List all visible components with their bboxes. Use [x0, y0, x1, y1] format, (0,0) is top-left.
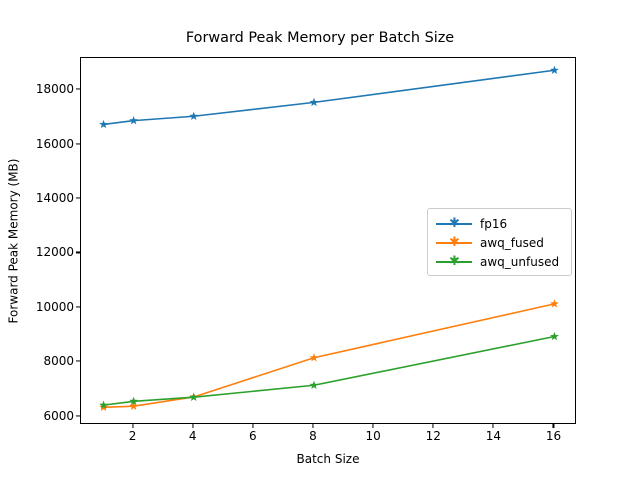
y-tick-label: 12000 — [35, 245, 74, 260]
y-tick-mark — [76, 143, 80, 145]
y-tick-mark — [76, 88, 80, 90]
x-tick-label: 16 — [545, 429, 562, 443]
y-tick-mark — [76, 360, 80, 362]
x-tick-label: 8 — [309, 429, 317, 443]
x-tick-label: 10 — [365, 429, 381, 443]
page-title: Forward Peak Memory per Batch Size — [185, 30, 455, 46]
series-fp16 — [99, 65, 559, 129]
x-axis-label: Batch Size — [296, 452, 360, 466]
legend-item-2[interactable]: ✱ awq_unfused — [428, 252, 571, 271]
data-point-marker — [550, 299, 559, 308]
x-tick-mark — [372, 424, 374, 428]
series-line — [102, 335, 556, 406]
y-tick-label: 14000 — [35, 191, 74, 206]
data-point-marker — [309, 380, 319, 389]
x-tick-label: 2 — [128, 429, 137, 443]
y-tick-mark — [76, 415, 80, 417]
x-tick-mark — [492, 424, 494, 428]
y-tick-label: 8000 — [43, 354, 74, 369]
y-tick-mark — [76, 251, 80, 254]
legend-label-awq-fused: awq_fused — [480, 235, 544, 250]
y-tick-mark — [76, 306, 80, 308]
data-point-marker — [129, 396, 138, 406]
series-line — [102, 303, 556, 409]
x-tick-label: 6 — [249, 429, 257, 443]
data-point-marker — [309, 353, 319, 362]
data-point-marker — [189, 392, 199, 401]
series-line — [102, 69, 556, 126]
y-axis-label: Forward Peak Memory (MB) — [4, 57, 22, 424]
x-tick-mark — [132, 424, 134, 428]
x-tick-mark — [252, 424, 254, 428]
y-tick-label: 18000 — [35, 82, 74, 97]
series-canvas — [99, 65, 559, 412]
data-point-marker — [550, 65, 559, 74]
legend-swatch-awq-unfused: ✱ — [436, 255, 472, 268]
data-point-marker — [99, 119, 108, 129]
y-axis-label-text: Forward Peak Memory (MB) — [6, 158, 21, 323]
y-tick-mark — [76, 197, 80, 199]
series-awq_unfused — [99, 331, 559, 409]
legend-swatch-awq-fused: ✱ — [436, 236, 472, 249]
y-tick-label: 16000 — [35, 136, 74, 151]
legend-label-fp16: fp16 — [480, 216, 508, 231]
data-point-marker — [189, 111, 199, 120]
x-tick-mark — [192, 424, 194, 428]
legend-item-1[interactable]: ✱ awq_fused — [428, 233, 571, 252]
x-tick-label: 12 — [425, 429, 441, 443]
data-point-marker — [129, 116, 138, 125]
data-point-marker — [309, 97, 319, 107]
x-tick-mark — [552, 424, 554, 428]
legend-item-0[interactable]: ✱ fp16 — [428, 214, 571, 233]
y-tick-label: 6000 — [43, 408, 74, 423]
y-tick-label: 10000 — [35, 299, 74, 314]
data-point-marker — [550, 331, 559, 341]
x-tick-label: 4 — [188, 429, 197, 443]
x-tick-mark — [312, 424, 314, 428]
data-point-marker — [129, 401, 138, 410]
legend-swatch-fp16: ✱ — [436, 217, 472, 230]
data-point-marker — [99, 400, 108, 409]
series-awq_fused — [99, 299, 559, 412]
legend: ✱ fp16 ✱ awq_fused ✱ awq_unfused — [427, 208, 572, 276]
legend-label-awq-unfused: awq_unfused — [480, 254, 560, 269]
x-tick-mark — [432, 424, 434, 428]
x-tick-label: 14 — [485, 429, 501, 443]
